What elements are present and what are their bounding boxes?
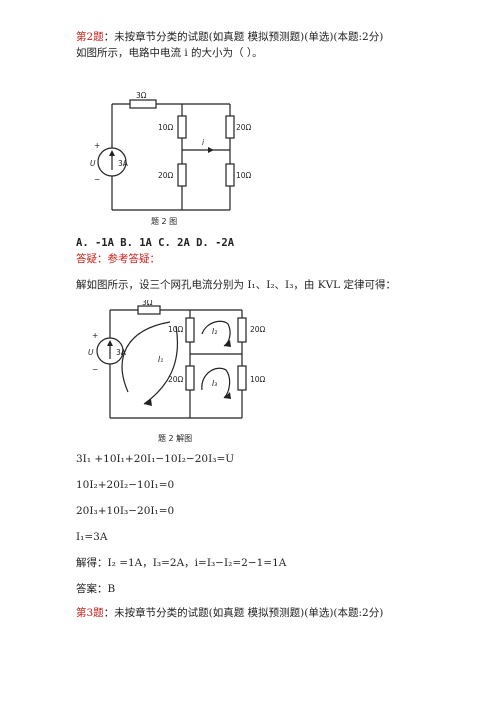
solution-result: 解得：I₂ =1A，I₃=2A，i=I₃−I₂=2−1=1A	[76, 557, 287, 569]
fig2-label-r10a: 10Ω	[168, 325, 184, 334]
answer-options: A. -1A B. 1A C. 2A D. -2A	[76, 237, 235, 249]
label-r-top: 3Ω	[136, 91, 147, 100]
fig2-label-r-top: 3Ω	[142, 300, 153, 307]
figure-2-caption: 题 2 解图	[158, 433, 192, 443]
fig2-label-r20a: 20Ω	[250, 325, 266, 334]
question-3-meta: ：未按章节分类的试题(如真题 模拟预测题)(单选)(本题:2分)	[103, 607, 384, 619]
fig2-label-u: U	[88, 348, 94, 357]
mesh-arrow-i3-icon	[224, 392, 231, 399]
resistor-3ohm	[129, 99, 157, 109]
label-r20b: 20Ω	[158, 171, 174, 180]
label-minus: −	[94, 175, 100, 184]
fig2-label-3a: 3A	[116, 348, 127, 357]
label-r20a: 20Ω	[236, 123, 252, 132]
equation-3: 20I₃+10I₃−20I₁=0	[76, 505, 175, 517]
current-source-icon	[97, 147, 127, 177]
fig2-label-i1: I₁	[158, 355, 163, 364]
solution-intro: 解如图所示，设三个网孔电流分别为 I₁、I₂、I₃，由 KVL 定律可得：	[76, 279, 396, 291]
equation-1: 3I₁ +10I₁+20I₁−10I₂−20I₃=U	[76, 453, 235, 465]
question-3-header: 第3题：未按章节分类的试题(如真题 模拟预测题)(单选)(本题:2分)	[76, 606, 383, 620]
mesh-arc-i1	[121, 321, 171, 393]
question-meta: ：未按章节分类的试题(如真题 模拟预测题)(单选)(本题:2分)	[103, 31, 384, 43]
question-2-header: 第2题：未按章节分类的试题(如真题 模拟预测题)(单选)(本题:2分)	[76, 30, 383, 44]
circuit-figure-2: 3Ω 10Ω 20Ω 20Ω 10Ω I₁ I₂ I₃ + U − 3A 题 2…	[88, 300, 266, 443]
resistor-10ohm-a	[177, 115, 187, 139]
question-text: 如图所示，电路中电流 i 的大小为（ ）。	[76, 47, 263, 59]
resistor-20ohm-a	[225, 115, 235, 139]
current-source-icon-2	[96, 337, 124, 365]
final-answer: 答案：B	[76, 583, 116, 595]
label-r10b: 10Ω	[236, 171, 252, 180]
mesh-arrow-i2-icon	[224, 340, 231, 347]
mesh-arrow-i1-icon	[144, 399, 152, 406]
label-plus: +	[94, 141, 100, 150]
circuit-figure-1: 3Ω 10Ω 20Ω 20Ω 10Ω i + U − 3A 题 2 图	[90, 91, 252, 226]
label-current: i	[202, 138, 205, 147]
label-r10a: 10Ω	[158, 123, 174, 132]
source-arrow-icon	[109, 150, 115, 156]
answer-label: 答疑：参考答疑：	[76, 253, 160, 265]
resistor-20ohm-b	[177, 163, 187, 187]
fig2-label-i3: I₃	[212, 379, 217, 388]
fig2-label-plus: +	[92, 331, 98, 340]
question-number-3: 第3题	[76, 607, 104, 619]
resistor-10ohm-b	[225, 163, 235, 187]
fig2-label-minus: −	[92, 365, 98, 374]
fig2-label-r20b: 20Ω	[168, 375, 184, 384]
figure-1-caption: 题 2 图	[151, 217, 177, 226]
fig2-label-i2: I₂	[212, 327, 217, 336]
question-number: 第2题	[76, 31, 104, 43]
equation-2: 10I₂+20I₂−10I₁=0	[76, 479, 175, 491]
label-u: U	[90, 159, 96, 168]
fig2-label-r10b: 10Ω	[250, 375, 266, 384]
label-3a: 3A	[118, 159, 129, 168]
equation-4: I₁=3A	[76, 531, 108, 543]
current-arrow-icon	[208, 147, 214, 153]
